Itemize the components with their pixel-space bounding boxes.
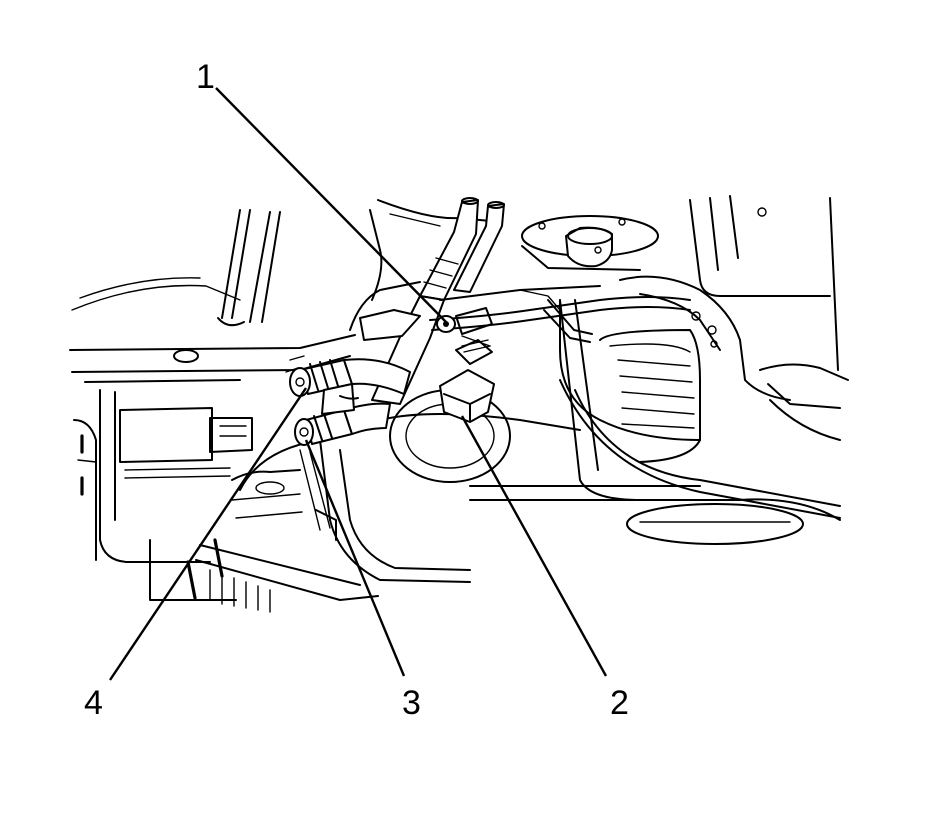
callout-leaders: [109, 87, 608, 681]
fuel-line-quick-connects: [285, 355, 411, 446]
leader-line-4: [109, 387, 307, 681]
callout-label-2: 2: [610, 684, 629, 722]
fuel-sender-access-cover: [521, 215, 659, 271]
evap-line-fitting: [436, 307, 493, 353]
lower-left-bracket: [149, 538, 379, 613]
fuel-lines-harness: [429, 285, 691, 343]
left-upright-rails: [71, 209, 281, 327]
leader-line-1: [215, 87, 447, 323]
callout-labels: 1 2 3 4: [84, 58, 629, 722]
fuel-filler-pipes: [359, 197, 505, 405]
leader-line-2: [460, 415, 608, 677]
vehicle-underbody-illustration: [69, 195, 849, 613]
right-side-structure: [559, 195, 849, 545]
callout-label-1: 1: [196, 58, 215, 96]
left-lower-panel: [231, 449, 337, 541]
left-crossmember: [69, 334, 356, 563]
callout-label-4: 4: [84, 684, 103, 722]
leader-line-3: [304, 439, 406, 677]
fuel-tank: [239, 199, 841, 583]
evap-canister: [439, 335, 495, 423]
callout-label-3: 3: [402, 684, 421, 722]
